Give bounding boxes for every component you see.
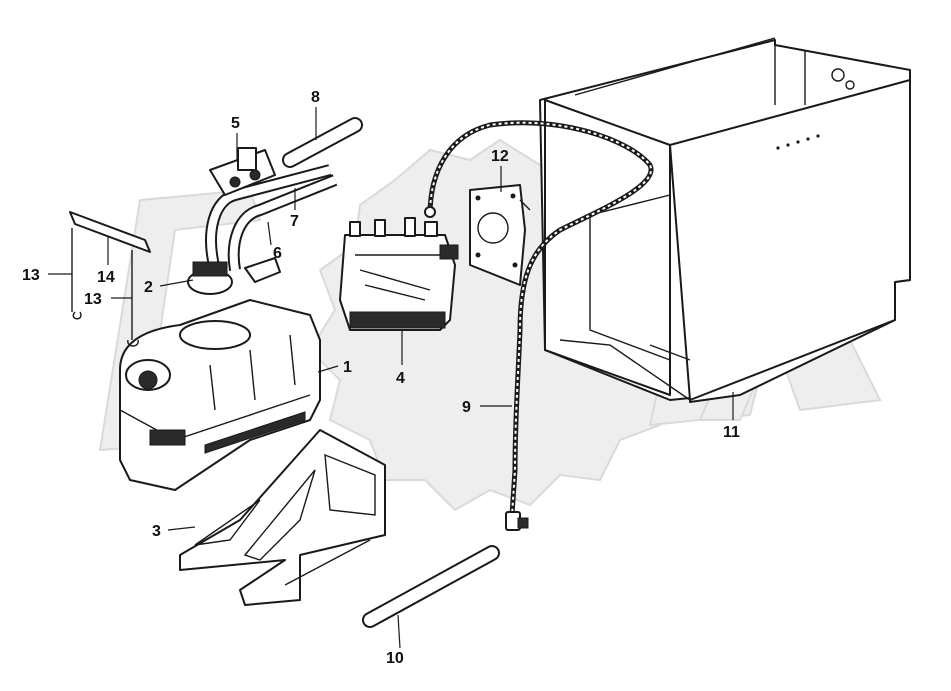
leader-lines — [48, 107, 734, 649]
part-11-housing — [539, 37, 911, 403]
part-6-7-hoses — [205, 164, 338, 272]
callout-9: 9 — [462, 399, 471, 416]
part-4-heater — [339, 217, 459, 331]
callout-7: 7 — [290, 213, 299, 230]
callout-10: 10 — [386, 650, 404, 667]
part-1-tank — [119, 299, 321, 491]
callout-6: 6 — [273, 245, 282, 262]
part-9-harness — [424, 120, 654, 531]
callout-8: 8 — [311, 89, 320, 106]
part-8-hose — [282, 117, 363, 168]
part-13-14-straps — [69, 211, 151, 347]
part-5-valve — [209, 147, 276, 196]
callout-13-lower: 13 — [84, 291, 102, 308]
callout-2: 2 — [144, 279, 153, 296]
part-12-mounting-plate — [469, 184, 531, 286]
callout-1: 1 — [343, 359, 352, 376]
callout-12: 12 — [491, 148, 509, 165]
part-3-bracket — [179, 429, 386, 606]
callout-11: 11 — [723, 424, 740, 441]
callout-labels: 1 2 3 4 5 6 7 8 9 10 11 12 13 13 14 — [22, 89, 740, 667]
part-10-pipe — [362, 545, 500, 628]
callout-3: 3 — [152, 523, 161, 540]
callout-5: 5 — [231, 115, 240, 132]
callout-13-left: 13 — [22, 267, 40, 284]
callout-14: 14 — [97, 269, 115, 286]
part-2-connector — [187, 257, 281, 295]
callout-4: 4 — [396, 370, 405, 387]
